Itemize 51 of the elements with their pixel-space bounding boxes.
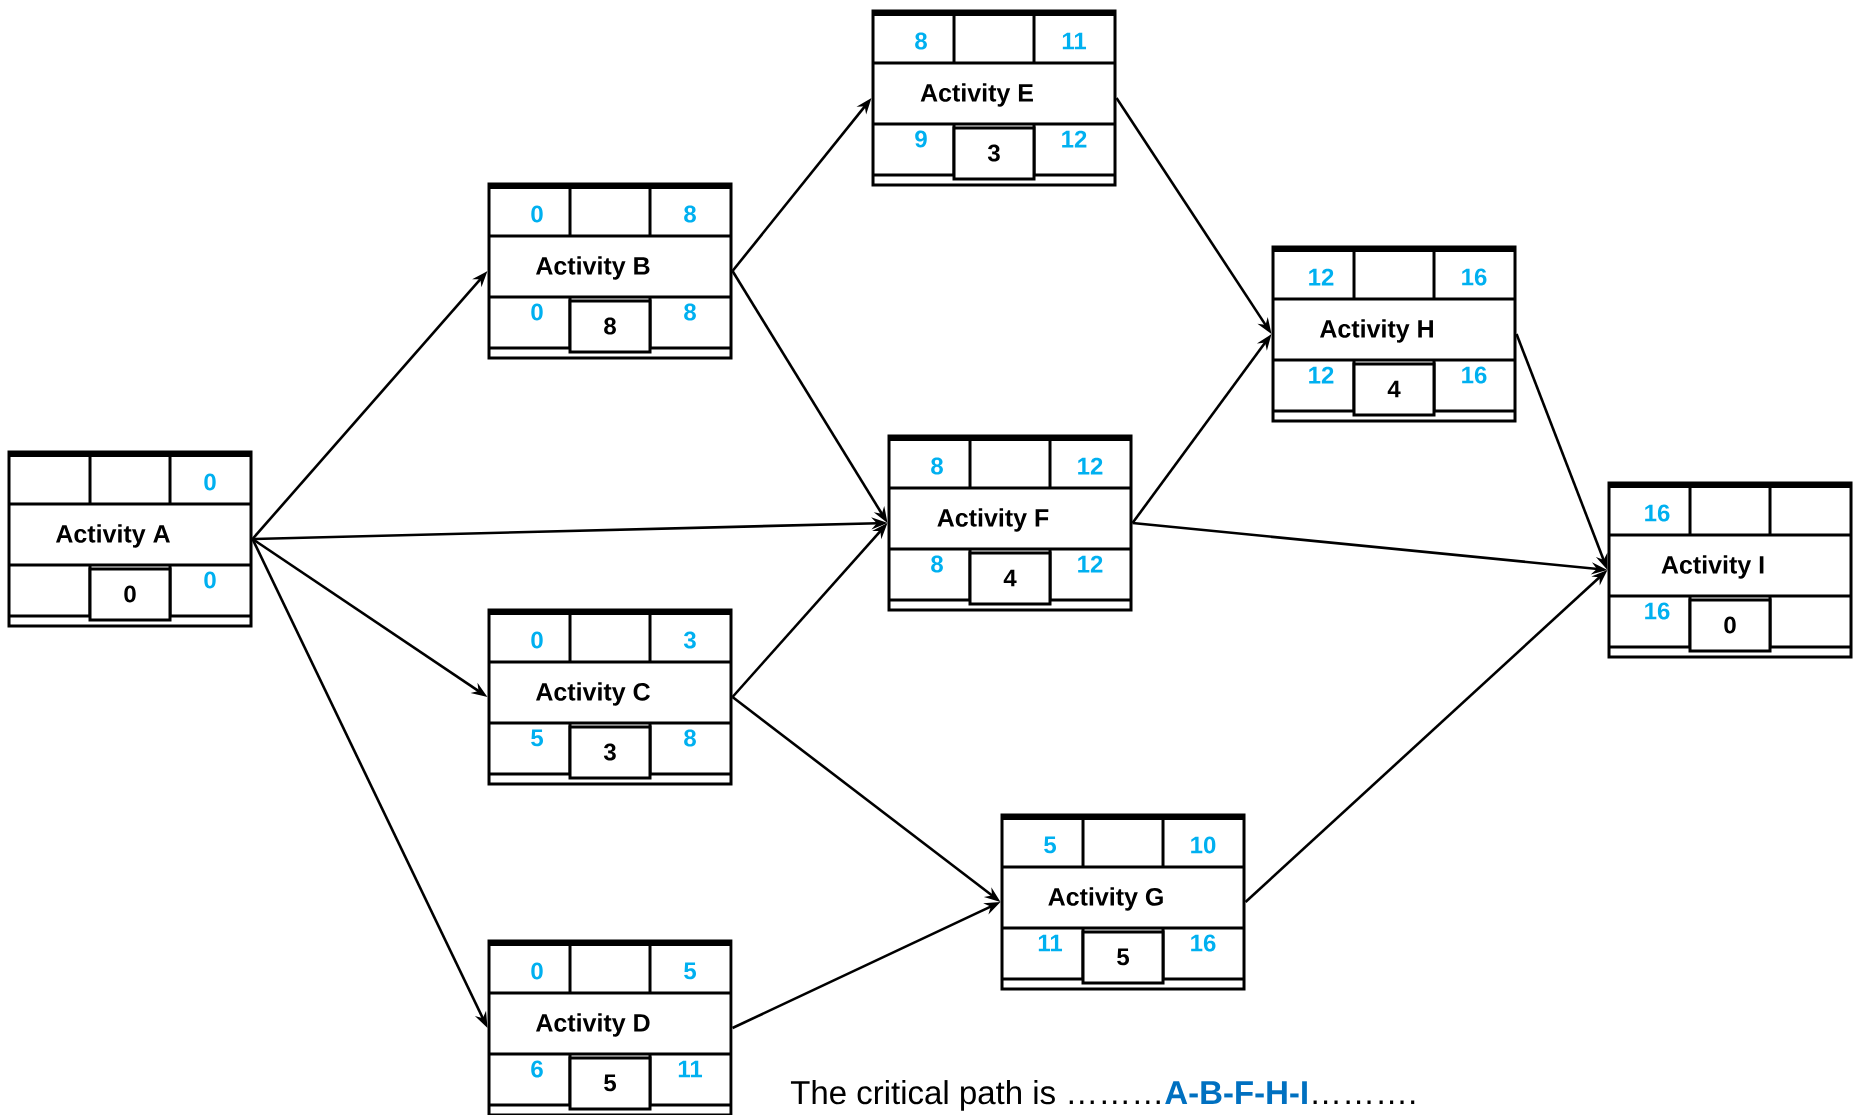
time-value: 8 [684, 303, 696, 321]
time-value: 12 [1309, 268, 1334, 286]
time-value: 5 [531, 729, 543, 747]
time-value: 8 [931, 555, 943, 573]
time-value: 16 [1191, 934, 1216, 952]
time-value: 12 [1062, 130, 1087, 148]
duration-value: 3 [987, 144, 1000, 162]
activity-name: Activity D [536, 1013, 650, 1037]
activity-name: Activity G [1048, 887, 1163, 911]
activity-name: Activity E [920, 83, 1033, 107]
time-value: 11 [678, 1060, 702, 1078]
time-value: 16 [1462, 268, 1487, 286]
time-value: 8 [931, 457, 943, 475]
activity-name: Activity I [1661, 555, 1764, 579]
time-value: 8 [684, 205, 696, 223]
time-value: 0 [204, 473, 216, 491]
activity-name: Activity C [536, 682, 650, 706]
time-value: 8 [915, 32, 927, 50]
activity-name: Activity F [937, 508, 1049, 532]
time-value: 11 [1038, 934, 1062, 952]
duration-value: 4 [1387, 380, 1401, 398]
time-value: 0 [531, 962, 543, 980]
time-value: 8 [684, 729, 696, 747]
time-value: 5 [684, 962, 696, 980]
duration-value: 4 [1003, 569, 1017, 587]
duration-value: 5 [604, 1074, 616, 1092]
time-value: 10 [1191, 836, 1216, 854]
time-value: 9 [915, 130, 927, 148]
time-value: 12 [1078, 457, 1103, 475]
time-value: 11 [1062, 32, 1086, 50]
time-value: 16 [1645, 504, 1670, 522]
time-value: 0 [531, 631, 543, 649]
activity-name: Activity H [1320, 319, 1433, 343]
time-value: 16 [1645, 602, 1670, 620]
time-value: 6 [531, 1060, 543, 1078]
time-value: 3 [683, 631, 696, 649]
activity-name: Activity B [536, 256, 650, 280]
activity-name: Activity A [56, 524, 170, 548]
time-value: 5 [1044, 836, 1056, 854]
duration-value: 0 [124, 585, 136, 603]
duration-value: 5 [1117, 948, 1129, 966]
critical-path-note: The critical path is ………A-B-F-H-I………. [790, 1080, 1415, 1111]
duration-value: 0 [1724, 616, 1736, 634]
time-value: 12 [1078, 555, 1103, 573]
time-value: 0 [531, 205, 543, 223]
duration-value: 3 [603, 743, 616, 761]
time-value: 12 [1309, 366, 1334, 384]
time-value: 16 [1462, 366, 1487, 384]
time-value: 0 [531, 303, 543, 321]
duration-value: 8 [604, 317, 616, 335]
time-value: 0 [204, 571, 216, 589]
